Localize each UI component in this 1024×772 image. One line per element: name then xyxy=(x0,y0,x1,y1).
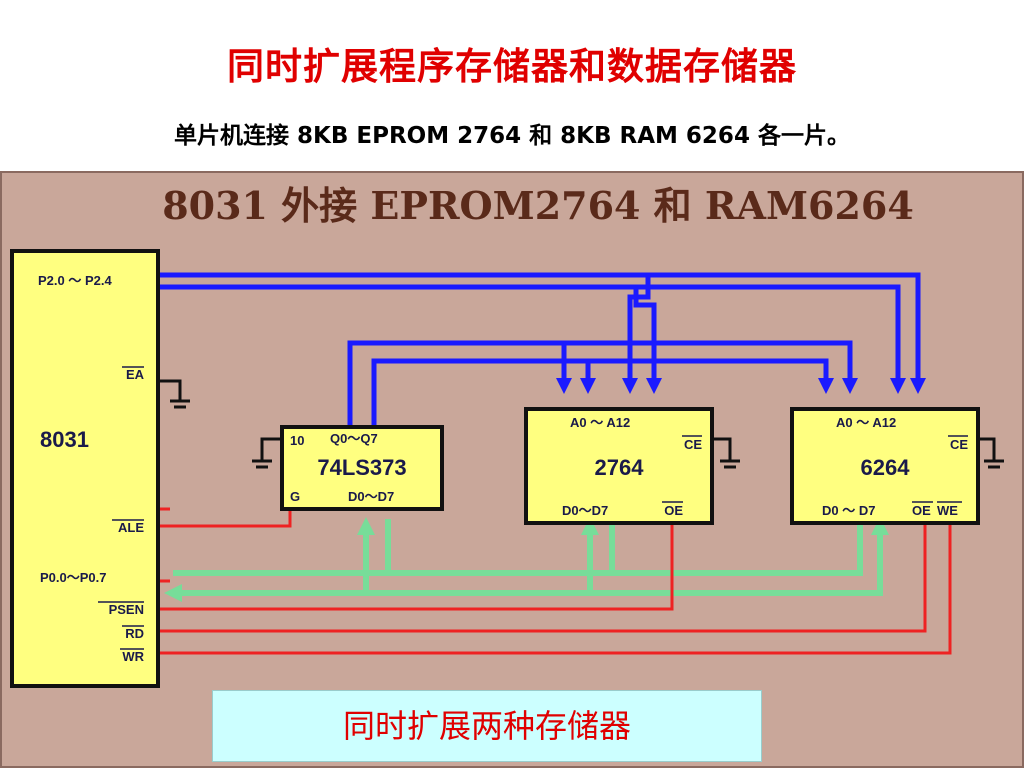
ram-pin-a: A0 ～ A12 xyxy=(836,415,896,430)
eprom-pin-a: A0 ～ A12 xyxy=(570,415,630,430)
mcu-8031: P2.0 ～ P2.4 EA 8031 ALE P0.0～P0.7 PSEN R… xyxy=(10,249,160,688)
mcu-pin-rd: RD xyxy=(125,626,144,641)
eprom-2764: A0 ～ A12 CE 2764 D0～D7 OE xyxy=(524,407,714,525)
latch-pin-10: 10 xyxy=(290,433,304,448)
control-lines xyxy=(160,507,952,655)
mcu-pin-p0: P0.0～P0.7 xyxy=(40,570,107,585)
mcu-name: 8031 xyxy=(40,427,89,452)
address-bus xyxy=(160,272,927,426)
panel-border xyxy=(0,171,1024,768)
latch-ground-icon xyxy=(252,437,282,469)
slide-title: 同时扩展程序存储器和数据存储器 xyxy=(227,45,797,88)
ram-body xyxy=(790,407,980,525)
eprom-pin-oe: OE xyxy=(664,503,683,518)
rd-line xyxy=(160,523,927,633)
ground-symbols xyxy=(160,379,1004,469)
address-line-5 xyxy=(347,340,859,426)
latch-pin-d: D0～D7 xyxy=(348,489,394,504)
mcu-pin-ea: EA xyxy=(126,367,145,382)
eprom-name: 2764 xyxy=(595,455,645,480)
wr-line xyxy=(160,523,952,655)
ram-pin-d: D0 ～ D7 xyxy=(822,503,875,518)
ram-pin-we: WE xyxy=(937,503,958,518)
ale-line xyxy=(160,511,292,528)
mcu-pin-psen: PSEN xyxy=(109,602,144,617)
circuit-diagram: 8031 外接 EPROM2764 和 RAM6264 xyxy=(0,171,1024,768)
latch-pin-q: Q0～Q7 xyxy=(330,431,378,446)
bottom-banner: 同时扩展两种存储器 xyxy=(212,690,762,762)
ram-pin-ce: CE xyxy=(950,437,968,452)
diagram-panel: 8031 外接 EPROM2764 和 RAM6264 xyxy=(0,171,1024,768)
address-line-2 xyxy=(160,284,907,395)
eprom-body xyxy=(524,407,714,525)
mcu-pin-wr: WR xyxy=(122,649,144,664)
data-bus xyxy=(164,517,889,602)
ram-ground-icon xyxy=(978,437,1004,469)
address-line-1 xyxy=(160,272,927,395)
mcu-pin-p2: P2.0 ～ P2.4 xyxy=(38,273,112,288)
latch-74ls373: 10 Q0～Q7 74LS373 G D0～D7 xyxy=(280,425,444,511)
diagram-heading: 8031 外接 EPROM2764 和 RAM6264 xyxy=(162,183,914,228)
eprom-ground-icon xyxy=(712,437,740,469)
mcu-body xyxy=(10,249,160,688)
ea-ground-icon xyxy=(160,379,190,409)
latch-body xyxy=(280,425,444,511)
psen-line xyxy=(160,523,674,611)
ram-pin-oe: OE xyxy=(912,503,931,518)
latch-pin-g: G xyxy=(290,489,300,504)
mcu-pin-ale: ALE xyxy=(118,520,144,535)
address-line-6 xyxy=(371,358,835,426)
ram-name: 6264 xyxy=(861,455,911,480)
slide-subtitle: 单片机连接 8KB EPROM 2764 和 8KB RAM 6264 各一片。 xyxy=(174,123,850,149)
latch-name: 74LS373 xyxy=(317,455,406,480)
eprom-pin-d: D0～D7 xyxy=(562,503,608,518)
eprom-pin-ce: CE xyxy=(684,437,702,452)
data-bus-6264-in xyxy=(612,519,863,576)
ram-6264: A0 ～ A12 CE 6264 D0 ～ D7 OE WE xyxy=(790,407,980,525)
stub-lines xyxy=(160,507,170,583)
banner-text: 同时扩展两种存储器 xyxy=(342,708,631,744)
data-bus-main xyxy=(164,517,889,602)
